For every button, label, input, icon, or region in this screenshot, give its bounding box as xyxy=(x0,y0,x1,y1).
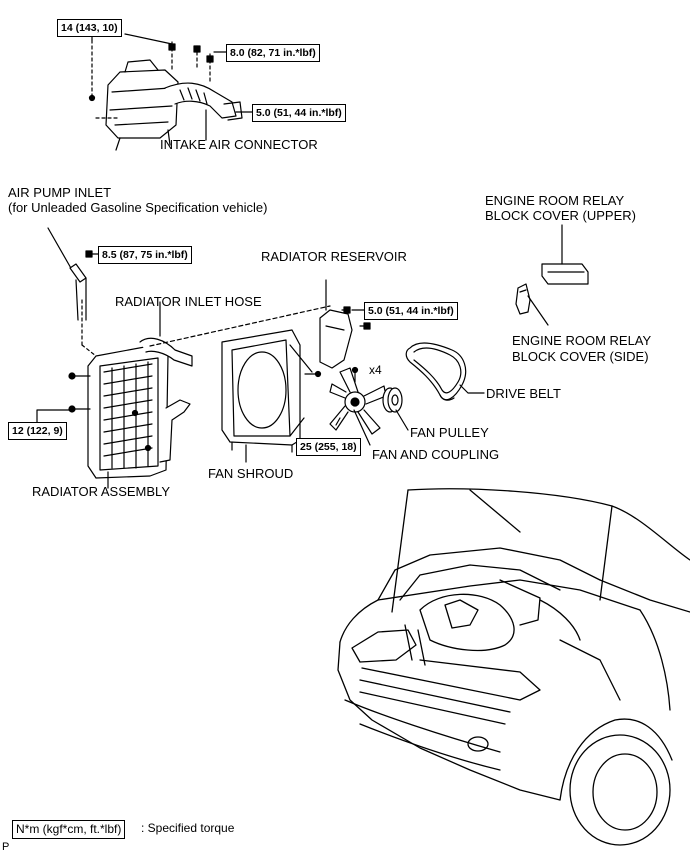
vehicle-front-drawing xyxy=(337,488,690,846)
label-drive-belt: DRIVE BELT xyxy=(486,386,561,401)
corner-mark: P xyxy=(2,841,10,853)
label-radiator-assembly: RADIATOR ASSEMBLY xyxy=(32,484,170,499)
torque-spec-14: 14 (143, 10) xyxy=(57,19,122,37)
drive-belt-drawing xyxy=(405,342,485,401)
legend-torque-unit-box: N*m (kgf*cm, ft.*lbf) xyxy=(12,820,126,839)
label-air-pump-inlet-note: (for Unleaded Gasoline Specification veh… xyxy=(8,200,268,215)
label-fan-and-coupling: FAN AND COUPLING xyxy=(372,447,500,462)
legend-description: : Specified torque xyxy=(141,821,235,835)
fan-pulley-drawing xyxy=(382,387,409,431)
torque-spec-8-5: 8.5 (87, 75 in.*lbf) xyxy=(98,246,192,264)
label-fan-pulley: FAN PULLEY xyxy=(410,425,489,440)
torque-spec-25: 25 (255, 18) xyxy=(296,438,361,456)
intake-air-connector-drawing xyxy=(88,33,253,151)
fan-shroud-drawing xyxy=(221,329,322,463)
torque-spec-5-0-reservoir: 5.0 (51, 44 in.*lbf) xyxy=(364,302,458,320)
label-radiator-reservoir: RADIATOR RESERVOIR xyxy=(261,249,407,264)
label-relay-side-line2: BLOCK COVER (SIDE) xyxy=(512,349,649,364)
label-fan-shroud: FAN SHROUD xyxy=(208,466,294,481)
label-air-pump-inlet: AIR PUMP INLET xyxy=(8,185,112,200)
label-relay-side-line1: ENGINE ROOM RELAY xyxy=(512,333,652,348)
torque-spec-12: 12 (122, 9) xyxy=(8,422,67,440)
alignment-line xyxy=(149,305,331,347)
torque-spec-5-0-intake: 5.0 (51, 44 in.*lbf) xyxy=(252,104,346,122)
fan-and-coupling-drawing xyxy=(329,366,387,446)
air-pump-inlet-drawing xyxy=(47,227,99,346)
torque-spec-8-0: 8.0 (82, 71 in.*lbf) xyxy=(226,44,320,62)
label-radiator-inlet-hose: RADIATOR INLET HOSE xyxy=(115,294,262,309)
radiator-assembly-drawing xyxy=(36,301,193,489)
label-relay-upper-line1: ENGINE ROOM RELAY xyxy=(485,193,625,208)
label-quantity-x4: x4 xyxy=(369,363,382,377)
label-relay-upper-line2: BLOCK COVER (UPPER) xyxy=(485,208,636,223)
relay-block-cover-drawing xyxy=(515,224,589,326)
radiator-reservoir-drawing xyxy=(319,279,371,369)
label-intake-air-connector: INTAKE AIR CONNECTOR xyxy=(160,137,318,152)
